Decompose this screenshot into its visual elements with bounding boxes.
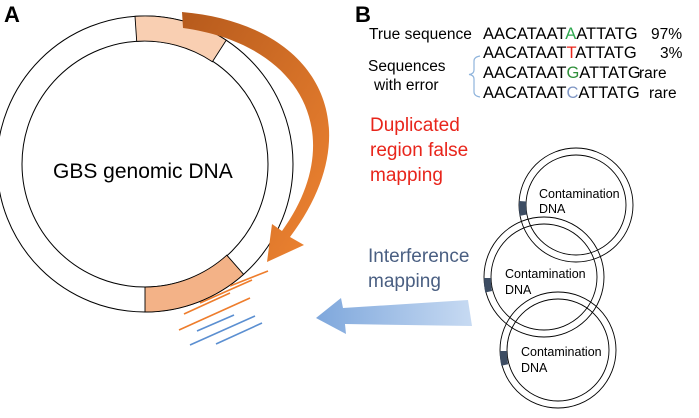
- base-g: G: [566, 64, 579, 82]
- contamination-label-1-line2: DNA: [539, 202, 566, 216]
- interference-label: Interference mapping: [368, 246, 469, 292]
- sequence-row-error-c: AACATAATCATTATG: [483, 84, 640, 102]
- interference-mapping-arrow: [316, 298, 472, 334]
- sequence-row-error-g: AACATAATGATTATG: [483, 64, 641, 82]
- contamination-label-3-line2: DNA: [521, 361, 548, 375]
- genome-label: GBS genomic DNA: [53, 160, 233, 183]
- mapped-reads: [178, 270, 269, 346]
- contamination-label-2-line1: Contamination: [505, 267, 586, 281]
- panel-b-letter: B: [355, 2, 371, 27]
- contamination-plasmid-3: Contamination DNA: [499, 291, 617, 409]
- contamination-plasmid-2: Contamination DNA: [483, 216, 605, 338]
- duplicated-mapping-arrow: [182, 12, 330, 262]
- error-sequences-label-line1: Sequences: [368, 58, 446, 75]
- read-orange-4: [178, 297, 251, 331]
- interference-label-line2: mapping: [368, 271, 441, 292]
- error-sequences-label-line2: with error: [373, 77, 439, 94]
- duplicated-label-line3: mapping: [370, 165, 443, 186]
- sequence-rows: AACATAATAATTATG AACATAATTATTATG AACATAAT…: [483, 25, 641, 102]
- contamination-insert-2: [483, 278, 492, 293]
- true-sequence-label: True sequence: [369, 26, 472, 43]
- contamination-label-1-line1: Contamination: [539, 187, 620, 201]
- contamination-plasmid-1: Contamination DNA: [518, 147, 634, 263]
- base-a: A: [565, 25, 576, 43]
- read-blue-3: [215, 322, 263, 345]
- interference-label-line1: Interference: [368, 246, 469, 267]
- frequency-error-t: 3%: [660, 45, 683, 62]
- read-blue-1: [196, 314, 235, 332]
- duplicated-segment-bottom: [144, 254, 245, 313]
- duplicated-segment-top: [134, 15, 227, 63]
- base-t: T: [566, 44, 576, 62]
- contamination-insert-1: [518, 201, 527, 216]
- sequence-row-true: AACATAATAATTATG: [483, 25, 638, 43]
- contamination-label-3-line1: Contamination: [521, 345, 602, 359]
- sequence-row-error-t: AACATAATTATTATG: [483, 44, 637, 62]
- duplicated-label-line2: region false: [370, 140, 468, 161]
- duplicated-region-label: Duplicated region false mapping: [370, 115, 468, 186]
- read-blue-2: [189, 315, 256, 346]
- duplicated-label-line1: Duplicated: [370, 115, 460, 136]
- read-orange-3: [183, 292, 231, 315]
- read-orange-1: [229, 270, 269, 287]
- read-orange-2: [199, 279, 253, 304]
- contamination-insert-3: [499, 351, 509, 366]
- frequency-error-g: rare: [639, 65, 667, 82]
- genome-ring: [0, 15, 294, 313]
- base-c: C: [566, 84, 578, 102]
- frequency-error-c: rare: [649, 85, 677, 102]
- error-bracket: [468, 55, 481, 98]
- contamination-label-2-line2: DNA: [505, 283, 532, 297]
- frequency-true: 97%: [651, 26, 682, 43]
- panel-a-letter: A: [4, 2, 20, 27]
